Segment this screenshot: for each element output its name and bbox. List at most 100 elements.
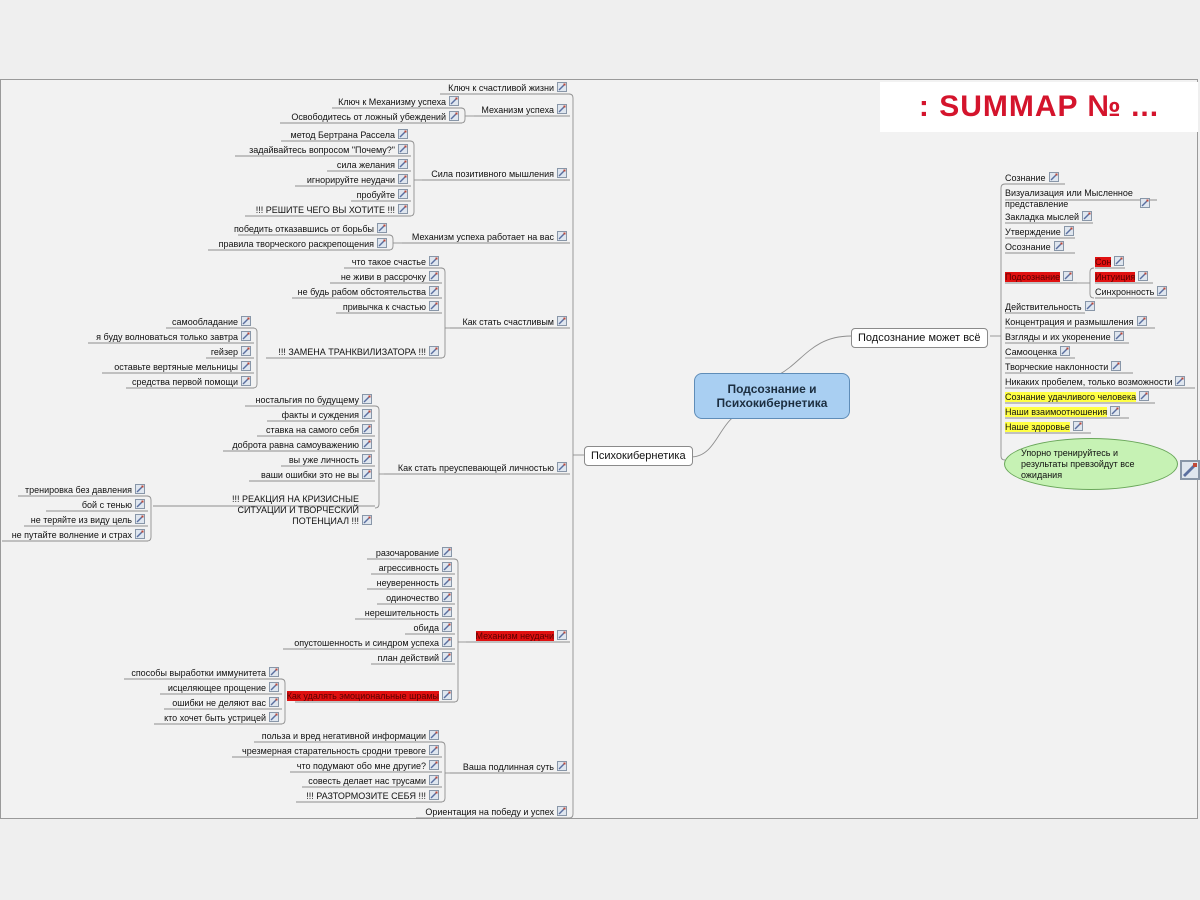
right-root-topic[interactable]: Подсознание может всё xyxy=(851,328,988,348)
central-topic[interactable]: Подсознание и Психокибернетика xyxy=(694,373,850,419)
note-icon[interactable] xyxy=(135,514,145,524)
left-branch-3[interactable]: Механизм успеха работает на вас xyxy=(412,231,570,243)
left-item-2-1[interactable]: задайвайтесь вопросом "Почему?" xyxy=(249,144,411,156)
note-icon[interactable] xyxy=(362,439,372,449)
note-icon[interactable] xyxy=(442,562,452,572)
left-item-7-2[interactable]: что подумают обо мне другие? xyxy=(297,760,442,772)
right-branch-1[interactable]: Визуализация или Мысленное представление xyxy=(1005,188,1153,210)
right-sub-5-0[interactable]: Сон xyxy=(1095,256,1127,268)
note-icon[interactable] xyxy=(398,129,408,139)
right-sub-5-1[interactable]: Интуиция xyxy=(1095,271,1151,283)
note-icon[interactable] xyxy=(398,159,408,169)
left-item-5-0[interactable]: ностальгия по будущему xyxy=(255,394,375,406)
note-icon[interactable] xyxy=(429,286,439,296)
left-branch-5[interactable]: Как стать преуспевающей личностью xyxy=(398,462,570,474)
note-icon[interactable] xyxy=(557,806,567,816)
note-icon[interactable] xyxy=(362,454,372,464)
left-item-5-5[interactable]: ваши ошибки это не вы xyxy=(261,469,375,481)
left-item-7-0[interactable]: польза и вред негативной информации xyxy=(262,730,442,742)
note-icon[interactable] xyxy=(362,424,372,434)
left-sub-4-4-4[interactable]: средства первой помощи xyxy=(132,376,254,388)
note-icon[interactable] xyxy=(557,104,567,114)
left-item-5-4[interactable]: вы уже личность xyxy=(289,454,375,466)
note-icon[interactable] xyxy=(1063,271,1074,281)
left-sub-5-6-2[interactable]: не теряйте из виду цель xyxy=(31,514,148,526)
goal-bubble[interactable]: Упорно тренируйтесь и результаты превзой… xyxy=(1004,438,1178,490)
note-icon[interactable] xyxy=(557,82,567,92)
left-item-4-4[interactable]: !!! ЗАМЕНА ТРАНКВИЛИЗАТОРА !!! xyxy=(278,346,442,358)
left-item-7-4[interactable]: !!! РАЗТОРМОЗИТЕ СЕБЯ !!! xyxy=(306,790,442,802)
left-item-7-3[interactable]: совесть делает нас трусами xyxy=(308,775,442,787)
left-branch-7[interactable]: Ваша подлинная суть xyxy=(463,761,570,773)
left-sub-4-4-0[interactable]: самообладание xyxy=(172,316,254,328)
note-icon[interactable] xyxy=(135,529,145,539)
note-icon[interactable] xyxy=(429,256,439,266)
note-icon[interactable] xyxy=(442,652,452,662)
left-item-7-1[interactable]: чрезмерная старательность сродни тревоге xyxy=(242,745,442,757)
note-icon[interactable] xyxy=(557,630,567,640)
note-icon[interactable] xyxy=(442,690,452,700)
note-icon[interactable] xyxy=(135,499,145,509)
left-item-2-2[interactable]: сила желания xyxy=(337,159,411,171)
note-icon[interactable] xyxy=(442,577,452,587)
left-sub-5-6-3[interactable]: не путайте волнение и страх xyxy=(12,529,148,541)
note-icon[interactable] xyxy=(557,316,567,326)
note-icon[interactable] xyxy=(269,682,279,692)
note-icon[interactable] xyxy=(1059,346,1070,356)
left-item-2-5[interactable]: !!! РЕШИТЕ ЧЕГО ВЫ ХОТИТЕ !!! xyxy=(256,204,411,216)
note-icon[interactable] xyxy=(1114,256,1125,266)
left-item-1-0[interactable]: Ключ к Механизму успеха xyxy=(338,96,462,108)
note-icon[interactable] xyxy=(1138,271,1149,281)
note-icon[interactable] xyxy=(1139,391,1150,401)
left-sub-5-6-1[interactable]: бой с тенью xyxy=(82,499,148,511)
note-icon[interactable] xyxy=(269,697,279,707)
note-icon[interactable] xyxy=(1175,376,1186,386)
left-item-6-4[interactable]: нерешительность xyxy=(365,607,455,619)
right-branch-3[interactable]: Утверждение xyxy=(1005,226,1077,238)
note-icon[interactable] xyxy=(429,775,439,785)
left-item-3-0[interactable]: победить отказавшись от борьбы xyxy=(234,223,390,235)
note-icon[interactable] xyxy=(1048,172,1059,182)
note-icon[interactable] xyxy=(377,223,387,233)
note-icon[interactable] xyxy=(377,238,387,248)
left-root-topic[interactable]: Психокибернетика xyxy=(584,446,693,466)
note-icon[interactable] xyxy=(442,592,452,602)
note-icon[interactable] xyxy=(362,409,372,419)
note-icon[interactable] xyxy=(429,346,439,356)
note-icon[interactable] xyxy=(557,462,567,472)
note-icon[interactable] xyxy=(269,712,279,722)
left-item-6-2[interactable]: неуверенность xyxy=(377,577,455,589)
left-sub-4-4-3[interactable]: оставьте вертяные мельницы xyxy=(114,361,254,373)
left-item-6-3[interactable]: одиночество xyxy=(386,592,455,604)
note-icon[interactable] xyxy=(442,607,452,617)
right-branch-11[interactable]: Никаких пробелем, только возможности xyxy=(1005,376,1188,388)
left-item-1-1[interactable]: Освободитесь от ложный убеждений xyxy=(291,111,462,123)
right-branch-2[interactable]: Закладка мыслей xyxy=(1005,211,1095,223)
note-icon[interactable] xyxy=(1180,460,1200,480)
left-sub-4-4-2[interactable]: гейзер xyxy=(211,346,254,358)
left-branch-8[interactable]: Ориентация на победу и успех xyxy=(425,806,570,818)
left-item-4-2[interactable]: не будь рабом обстоятельства xyxy=(298,286,442,298)
left-item-5-3[interactable]: доброта равна самоуважению xyxy=(232,439,375,451)
note-icon[interactable] xyxy=(1072,421,1083,431)
note-icon[interactable] xyxy=(557,168,567,178)
note-icon[interactable] xyxy=(1136,316,1147,326)
left-item-5-6[interactable]: !!! РЕАКЦИЯ НА КРИЗИСНЫЕ СИТУАЦИИ И ТВОР… xyxy=(227,494,375,527)
right-branch-12[interactable]: Сознание удачливого человека xyxy=(1005,391,1152,403)
right-branch-5[interactable]: Подсознание xyxy=(1005,271,1076,283)
left-sub-6-8-2[interactable]: ошибки не деляют вас xyxy=(172,697,282,709)
note-icon[interactable] xyxy=(241,376,251,386)
note-icon[interactable] xyxy=(362,515,372,525)
left-item-6-7[interactable]: план действий xyxy=(378,652,455,664)
note-icon[interactable] xyxy=(362,394,372,404)
left-item-5-1[interactable]: факты и суждения xyxy=(282,409,375,421)
note-icon[interactable] xyxy=(1111,361,1122,371)
note-icon[interactable] xyxy=(241,331,251,341)
note-icon[interactable] xyxy=(1082,211,1093,221)
note-icon[interactable] xyxy=(429,745,439,755)
note-icon[interactable] xyxy=(442,547,452,557)
right-branch-14[interactable]: Наше здоровье xyxy=(1005,421,1086,433)
left-sub-6-8-3[interactable]: кто хочет быть устрицей xyxy=(164,712,282,724)
right-branch-0[interactable]: Сознание xyxy=(1005,172,1062,184)
right-branch-13[interactable]: Наши взаимоотношения xyxy=(1005,406,1123,418)
